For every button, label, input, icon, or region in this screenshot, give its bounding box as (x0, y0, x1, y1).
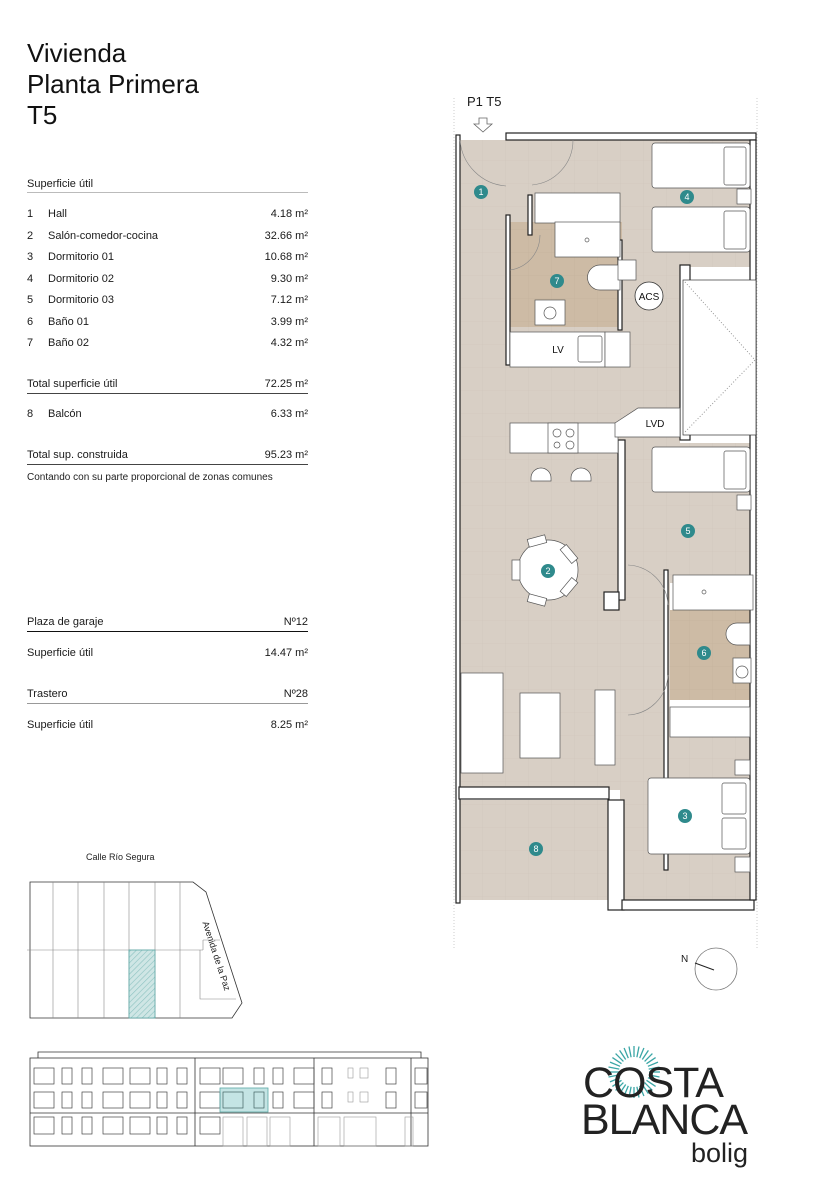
marker-4 (680, 190, 694, 204)
acs-icon (634, 281, 664, 311)
svg-text:8: 8 (533, 844, 538, 854)
unit-highlight (128, 949, 156, 1019)
svg-text:2: 2 (545, 566, 550, 576)
svg-text:6: 6 (701, 648, 706, 658)
logo: COSTA BLANCA bolig (581, 1043, 753, 1173)
marker-6 (697, 646, 711, 660)
surface-heading: Superficie útil (27, 178, 308, 193)
svg-text:ACS: ACS (639, 292, 660, 303)
svg-text:4: 4 (684, 192, 689, 202)
svg-text:LV: LV (552, 345, 564, 356)
title-line-1: Vivienda (27, 38, 127, 68)
marker-2 (541, 564, 555, 578)
marker-1 (474, 185, 488, 199)
marker-3 (678, 809, 692, 823)
logo-line-3: bolig (691, 1138, 749, 1168)
svg-text:LVD: LVD (646, 419, 665, 430)
compass-north-label: N (681, 954, 689, 965)
logo-line-1: COSTA (583, 1059, 724, 1107)
marker-5 (681, 524, 695, 538)
common-areas-note: Contando con su parte proporcional de zo… (27, 472, 273, 483)
page-title: Vivienda Planta Primera T5 (27, 38, 199, 131)
entrance-arrow-icon (472, 117, 494, 133)
title-line-3: T5 (27, 100, 58, 130)
compass-icon (694, 947, 738, 991)
unit-highlight-elevation (219, 1087, 269, 1113)
marker-8 (529, 842, 543, 856)
street-top-label: Calle Río Segura (86, 852, 155, 862)
svg-text:5: 5 (685, 526, 690, 536)
svg-text:1: 1 (478, 187, 483, 197)
svg-text:7: 7 (554, 276, 559, 286)
marker-7 (550, 274, 564, 288)
logo-line-2: BLANCA (581, 1096, 748, 1144)
svg-text:3: 3 (682, 811, 687, 821)
logo-sun-icon (608, 1046, 660, 1098)
title-line-2: Planta Primera (27, 69, 199, 99)
unit-label: P1 T5 (467, 94, 502, 109)
